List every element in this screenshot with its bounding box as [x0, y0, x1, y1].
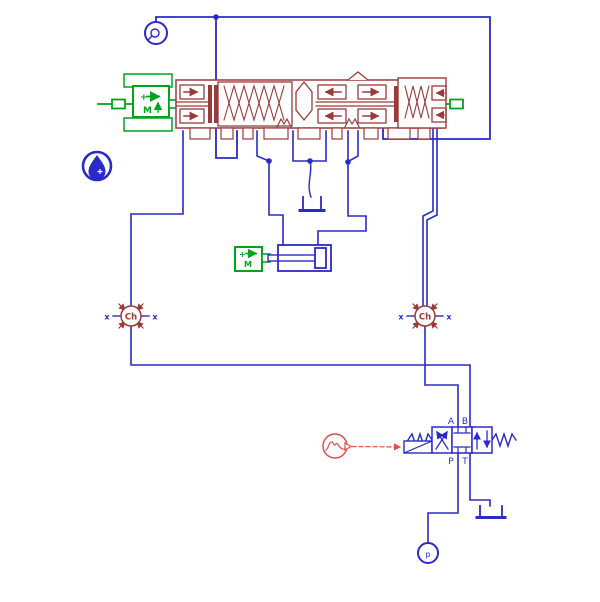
unused-port-mark: x — [152, 313, 158, 322]
port-p-to-source-line[interactable] — [427, 452, 459, 544]
supply-rail-line[interactable] — [155, 16, 491, 140]
unused-port-mark: x — [398, 313, 404, 322]
waveform-icon — [325, 441, 345, 451]
chamber-label: Ch — [419, 313, 431, 323]
junction-dot — [266, 158, 272, 164]
motor-label: M — [143, 106, 152, 116]
port-b-label: B — [462, 417, 468, 427]
hydraulic-lines[interactable] — [130, 14, 491, 544]
valve-to-right-chamber-line-2[interactable] — [426, 127, 438, 307]
servovalve-assembly[interactable]: + M — [97, 71, 464, 140]
motor-input-port[interactable] — [111, 98, 126, 110]
seat-notch-icon — [276, 117, 292, 128]
solenoid-diagonal-icon — [403, 440, 433, 454]
pressure-source[interactable]: p — [417, 542, 439, 564]
tank-middle[interactable] — [298, 196, 326, 212]
mass-label: M — [244, 260, 252, 269]
signal-output-notch-icon — [344, 441, 353, 452]
valve-to-right-chamber-line-1[interactable] — [422, 127, 434, 307]
drain-to-tank-line[interactable] — [308, 160, 312, 198]
port-jog-line[interactable] — [347, 130, 359, 163]
pressure-source-label: p — [425, 550, 430, 559]
junction-dot — [213, 14, 219, 20]
load-assembly[interactable]: + M — [234, 244, 332, 272]
spring-icon — [223, 84, 285, 122]
left-chamber-to-port-b-line[interactable] — [130, 326, 471, 428]
blocked-port-icon — [453, 446, 463, 454]
spool-node-icon — [295, 80, 313, 122]
valve-to-cylinder-rod-line[interactable] — [256, 130, 284, 246]
valve-end-port[interactable] — [449, 98, 464, 110]
valve-port-tabs — [189, 127, 431, 140]
tank-icon — [302, 196, 322, 211]
valve-position-closed — [451, 426, 473, 454]
motor-plus-sign: + — [140, 93, 148, 103]
pressure-gauge[interactable] — [144, 21, 168, 45]
chamber-node-right[interactable]: x x Ch — [398, 303, 452, 329]
spring-icon — [223, 84, 285, 122]
fluid-properties[interactable] — [81, 150, 113, 182]
spool-stage-section — [276, 71, 397, 128]
unused-port-mark: x — [446, 313, 452, 322]
chamber-label: Ch — [125, 313, 137, 323]
seat-notch-icon — [344, 117, 360, 128]
tank-icon — [479, 505, 503, 518]
junction-dot — [307, 158, 313, 164]
piston-rod — [267, 254, 317, 262]
cylinder-piston — [314, 247, 327, 269]
chamber-node-left[interactable]: x x Ch — [104, 303, 158, 329]
port-t-to-tank-line[interactable] — [469, 452, 491, 507]
blocked-port-icon — [453, 426, 463, 434]
drop-highlight-icon — [97, 169, 103, 174]
directional-valve[interactable]: A B P T — [403, 417, 517, 467]
return-spring-section — [394, 77, 447, 129]
gauge-dial-icon — [150, 28, 160, 38]
spring-icon — [407, 431, 433, 449]
fluid-drop-icon — [88, 155, 106, 180]
cylinder-body[interactable] — [277, 244, 332, 272]
port-a-label: A — [448, 417, 455, 427]
valve-to-cylinder-piston-line[interactable] — [317, 130, 367, 246]
mount-hatch-bottom-icon — [123, 117, 173, 132]
unused-port-mark: x — [104, 313, 110, 322]
spring-icon — [404, 85, 430, 119]
port-t-label: T — [461, 457, 468, 467]
valve-position-parallel — [471, 426, 493, 454]
tank-bottom[interactable] — [475, 505, 507, 519]
supply-chevron-icon — [347, 71, 369, 81]
mass-plus-sign: + — [239, 250, 246, 259]
blocked-port-icon — [461, 446, 471, 454]
valve-to-left-chamber-line[interactable] — [130, 130, 184, 307]
signal-wire[interactable] — [351, 443, 402, 451]
port-p-label: P — [448, 457, 454, 467]
crossed-arrow-icon — [436, 430, 449, 450]
right-chamber-to-port-a-line[interactable] — [424, 326, 459, 428]
feedback-spring-section — [217, 81, 293, 127]
pilot-stage-section — [175, 84, 218, 124]
crossed-arrow-icon — [435, 430, 448, 450]
gauge-needle-icon — [147, 35, 153, 41]
junction-dot — [345, 159, 351, 165]
spring-icon — [491, 431, 517, 449]
signal-generator[interactable] — [322, 433, 402, 459]
blocked-port-icon — [461, 426, 471, 434]
